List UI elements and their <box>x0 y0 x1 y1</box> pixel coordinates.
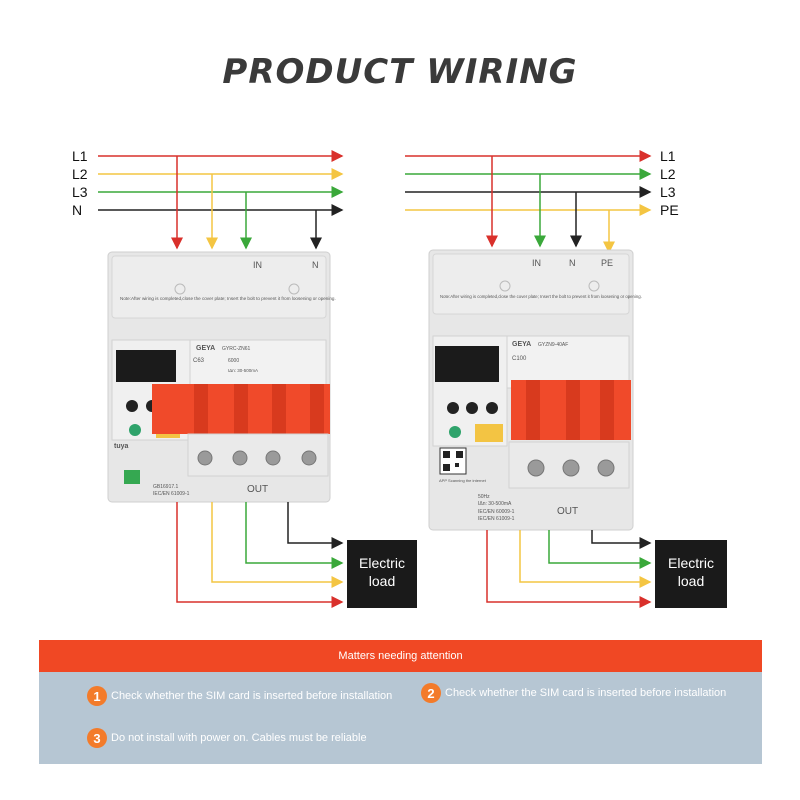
page-title: PRODUCT WIRING <box>222 52 578 92</box>
left-out-label: OUT <box>247 484 268 495</box>
right-rating: C100 <box>512 356 527 362</box>
right-note-text: Note:After wiring is completed,close the… <box>440 294 642 299</box>
right-label-l2: L2 <box>660 166 676 182</box>
right-standard-1: IEC/EN 60009-1 <box>478 509 515 515</box>
left-standard-2: IEC/EN 61009-1 <box>153 491 190 497</box>
right-pe-label: PE <box>601 258 613 268</box>
left-n-label: N <box>312 260 319 270</box>
right-out-l1 <box>486 530 652 608</box>
right-diagram: L1 L2 L3 PE IN N PE Note:After wiring is… <box>405 148 727 608</box>
left-standard-1: GB16917.1 <box>153 484 179 490</box>
right-spec-residual: IΔn: 30-500mA <box>478 501 512 507</box>
right-spec-freq: 50Hz <box>478 494 490 500</box>
left-spec-residual: IΔn: 30-500mA <box>228 368 258 373</box>
left-spec-current: 6000 <box>228 358 239 364</box>
left-model: GYRC-ZN61 <box>222 346 251 352</box>
right-n-label: N <box>569 258 576 268</box>
right-in-label: IN <box>532 258 541 268</box>
left-brand: GEYA <box>196 345 215 352</box>
attention-item-3-text: Do not install with power on. Cables mus… <box>111 732 367 744</box>
attention-item-2: 2 Check whether the SIM card is inserted… <box>421 683 726 703</box>
attention-item-3: 3 Do not install with power on. Cables m… <box>87 728 367 748</box>
right-load-label-2: load <box>678 573 704 589</box>
left-electric-load: Electric load <box>347 540 417 608</box>
right-display <box>435 346 499 382</box>
left-app-logo: tuya <box>114 443 129 450</box>
left-display <box>116 350 176 382</box>
right-electric-load: Electric load <box>655 540 727 608</box>
left-load-label-1: Electric <box>359 555 405 571</box>
left-label-l1: L1 <box>72 148 88 164</box>
number-badge-1: 1 <box>87 686 107 706</box>
left-label-n: N <box>72 202 82 218</box>
left-out-l1 <box>176 502 344 608</box>
left-out-l2 <box>211 502 344 588</box>
right-label-pe: PE <box>660 202 679 218</box>
right-brand: GEYA <box>512 341 531 348</box>
right-out-l2 <box>519 530 652 588</box>
right-label-l3: L3 <box>660 184 676 200</box>
attention-item-1: 1 Check whether the SIM card is inserted… <box>87 686 392 706</box>
right-out-l3 <box>548 530 652 569</box>
left-in-label: IN <box>253 260 262 270</box>
attention-item-1-text: Check whether the SIM card is inserted b… <box>111 690 393 702</box>
left-rating: C63 <box>193 358 205 364</box>
right-out-n <box>591 530 652 549</box>
number-badge-3: 3 <box>87 728 107 748</box>
left-note-text: Note:After wiring is completed,close the… <box>120 296 336 301</box>
right-model: GYZN9-40AF <box>538 342 568 348</box>
left-breaker: IN N Note:After wiring is completed,clos… <box>107 251 336 503</box>
left-label-l2: L2 <box>72 166 88 182</box>
right-standard-2: IEC/EN 61009-1 <box>478 516 515 522</box>
attention-panel: 1 Check whether the SIM card is inserted… <box>39 672 762 764</box>
left-out-n <box>287 502 344 549</box>
wiring-diagram: L1 L2 L3 N IN N Note:After wiring is com… <box>72 148 727 608</box>
right-label-l1: L1 <box>660 148 676 164</box>
left-out-l3 <box>245 502 344 569</box>
right-out-label: OUT <box>557 506 578 517</box>
left-diagram: L1 L2 L3 N IN N Note:After wiring is com… <box>72 148 417 608</box>
attention-item-2-text: Check whether the SIM card is inserted b… <box>445 687 727 699</box>
right-breaker: IN N PE Note:After wiring is completed,c… <box>428 249 642 531</box>
right-qr-code <box>439 447 467 475</box>
left-load-label-2: load <box>369 573 395 589</box>
right-load-label-1: Electric <box>668 555 714 571</box>
attention-header: Matters needing attention <box>39 640 762 672</box>
right-qr-caption: APP Scanning the internet <box>439 478 487 483</box>
number-badge-2: 2 <box>421 683 441 703</box>
left-label-l3: L3 <box>72 184 88 200</box>
